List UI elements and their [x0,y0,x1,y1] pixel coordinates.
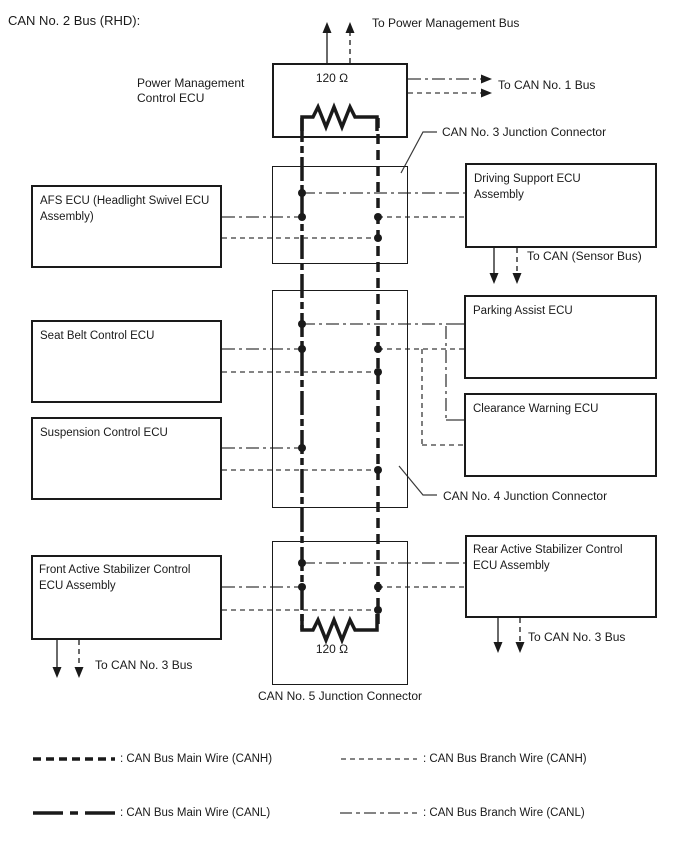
suspension-ecu-box [31,417,222,500]
legend-main-canl-label: : CAN Bus Main Wire (CANL) [120,807,271,819]
resistor-top-symbol [300,102,379,132]
driving-support-ecu-label: Driving Support ECU Assembly [474,173,581,201]
front-stabilizer-ecu-label: Front Active Stabilizer Control ECU Asse… [39,564,191,592]
arrows-power-management-bus [322,22,355,63]
to-power-management-bus-label: To Power Management Bus [372,16,520,30]
legend-branch-canh-label: : CAN Bus Branch Wire (CANH) [423,753,587,765]
driving-support-ecu-box [465,163,657,248]
connection-dots [298,189,382,614]
arrows-sensor-bus [489,248,522,284]
rear-to-can3-label: To CAN No. 3 Bus [528,630,626,644]
legend-branch-canl-label: : CAN Bus Branch Wire (CANL) [423,807,585,819]
j5-junction-label: CAN No. 5 Junction Connector [257,689,423,703]
j5-branches [222,562,465,611]
legend-main-canh-label: : CAN Bus Main Wire (CANH) [120,753,273,765]
seat-belt-ecu-label: Seat Belt Control ECU [40,330,155,342]
sensor-bus-label: To CAN (Sensor Bus) [527,249,642,263]
diagram-title: CAN No. 2 Bus (RHD): [8,13,141,28]
parking-assist-ecu-label: Parking Assist ECU [473,305,573,317]
j3-callout-line [400,131,437,174]
arrows-front-can3 [52,640,84,678]
front-stabilizer-ecu-box [31,555,222,640]
j4-junction-label: CAN No. 4 Junction Connector [443,489,608,503]
resistor-bottom-label: 120 Ω [315,642,349,656]
power-management-ecu-label: Power Management Control ECU [137,76,245,105]
afs-ecu-box [31,185,222,268]
to-can-no1-bus-label: To CAN No. 1 Bus [498,78,596,92]
clearance-warning-ecu-box [464,393,657,477]
j4-branches [222,323,464,471]
afs-ecu-label: AFS ECU (Headlight Swivel ECU Assembly) [40,195,210,223]
resistor-top-label: 120 Ω [315,71,349,85]
power-management-ecu-box [272,63,408,138]
suspension-ecu-label: Suspension Control ECU [40,427,168,439]
j3-junction-label: CAN No. 3 Junction Connector [442,125,607,139]
parking-assist-ecu-box [464,295,657,379]
seat-belt-ecu-box [31,320,222,403]
front-to-can3-label: To CAN No. 3 Bus [95,658,193,672]
rear-stabilizer-ecu-label: Rear Active Stabilizer Control ECU Assem… [473,544,623,572]
arrows-rear-can3 [493,618,525,653]
rear-stabilizer-ecu-box [465,535,657,618]
arrows-can-no1-bus [408,74,492,98]
j3-junction-box [272,166,408,264]
clearance-warning-ecu-label: Clearance Warning ECU [473,403,599,415]
j5-junction-box [272,541,408,685]
resistor-bottom-symbol [300,614,379,645]
j4-junction-box [272,290,408,508]
j3-branches [222,192,465,239]
